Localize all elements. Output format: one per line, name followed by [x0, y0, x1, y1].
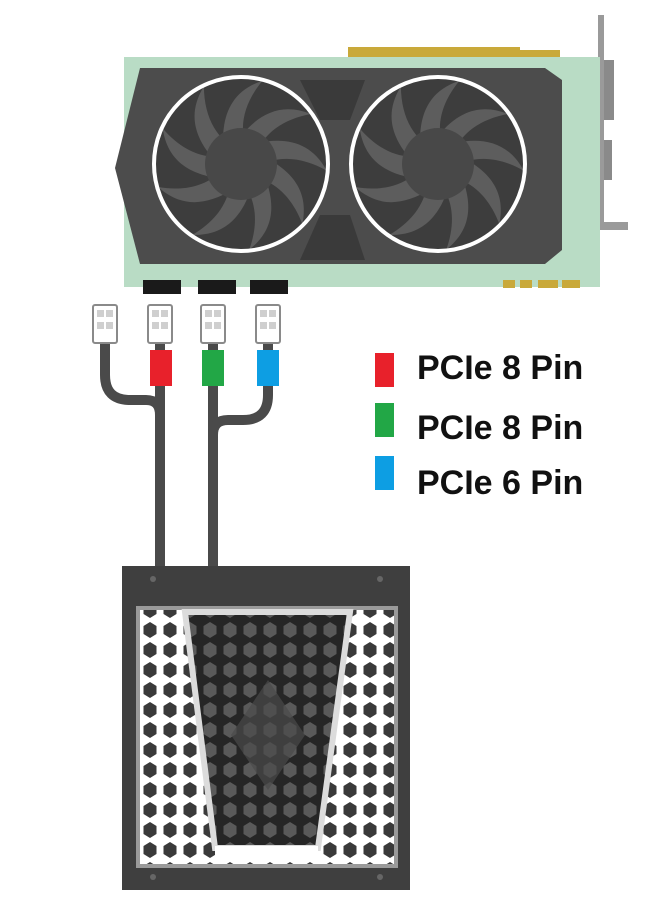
legend-label: PCIe 6 Pin: [417, 464, 583, 502]
pcie-gold-fingers: [503, 280, 580, 288]
graphics-card-icon: [115, 15, 628, 294]
cable-connectors: [92, 304, 281, 344]
sli-contacts: [348, 47, 520, 57]
left-fan-icon: [152, 75, 332, 254]
legend-swatch-blue: [375, 456, 394, 490]
connector-plug: [147, 304, 173, 344]
connector-plug: [255, 304, 281, 344]
cable-marker-red: [150, 350, 172, 386]
legend-label: PCIe 8 Pin: [417, 409, 583, 447]
pcie-bracket: [598, 15, 628, 230]
connector-plug: [92, 304, 118, 344]
legend: PCIe 8 Pin PCIe 8 Pin PCIe 6 Pin: [375, 349, 583, 502]
right-fan-icon: [349, 75, 529, 254]
gpu-power-socket-3: [250, 280, 288, 294]
legend-item: PCIe 8 Pin: [375, 403, 583, 447]
gpu-power-socket-1: [143, 280, 181, 294]
cable-marker-blue: [257, 350, 279, 386]
gpu-power-socket-2: [198, 280, 236, 294]
legend-label: PCIe 8 Pin: [417, 349, 583, 387]
power-cables: [100, 335, 273, 580]
legend-item: PCIe 6 Pin: [375, 456, 583, 502]
legend-item: PCIe 8 Pin: [375, 349, 583, 387]
connector-plug: [200, 304, 226, 344]
legend-swatch-green: [375, 403, 394, 437]
cable-marker-green: [202, 350, 224, 386]
legend-swatch-red: [375, 353, 394, 387]
power-supply-icon: [122, 566, 410, 890]
